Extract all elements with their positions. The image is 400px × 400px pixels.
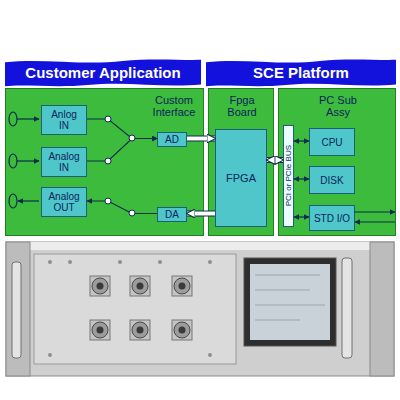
node-label: DA [165, 209, 179, 220]
bnc-body [132, 322, 148, 338]
bnc-body [174, 322, 190, 338]
pc-component: DISK [309, 166, 355, 194]
pc-component: CPU [309, 128, 355, 156]
bnc [172, 276, 192, 296]
right-ear [370, 242, 394, 376]
screen-line [255, 320, 300, 321]
vent-holes [48, 260, 212, 357]
node-label: STD I/O [314, 213, 350, 224]
fpga-chip: FPGA [215, 129, 267, 227]
left-ear [6, 242, 30, 376]
board-panel: Custom InterfaceAnlog IN Analog IN Analog … [5, 88, 204, 236]
hole [158, 260, 162, 264]
chassis [6, 242, 394, 376]
hole [208, 353, 212, 357]
hole [68, 260, 72, 264]
board-panel: Fpga BoardFPGA [208, 88, 274, 236]
screen [250, 264, 330, 340]
bus-bar: PCI or PCIe BUS [283, 125, 294, 227]
node-label: Customer Application [25, 65, 180, 81]
bnc-pin [97, 283, 104, 290]
node-label: SCE Platform [253, 65, 349, 81]
bnc-flange [172, 276, 192, 296]
bnc-pin [179, 327, 186, 334]
screen-line [255, 290, 310, 291]
converter-box: DA [157, 207, 187, 222]
node-label: Anlog IN [47, 109, 81, 131]
pc-component: STD I/O [309, 205, 355, 231]
bnc [90, 276, 110, 296]
bnc-flange [130, 320, 150, 340]
node-label: Analog OUT [47, 191, 81, 213]
banner-fill [206, 59, 396, 86]
bnc-pin [179, 283, 186, 290]
bnc [90, 320, 110, 340]
bnc [130, 320, 150, 340]
banner-fill [5, 59, 201, 86]
board-panel: PC Sub AssyPCI or PCIe BUS CPU DISK STD I/O [278, 88, 396, 236]
section-banner: SCE Platform [206, 58, 396, 88]
connector-panel [34, 254, 236, 364]
bnc [130, 276, 150, 296]
screen-bezel [244, 258, 336, 346]
bnc-flange [130, 276, 150, 296]
bnc-body [92, 278, 108, 294]
bnc-body [132, 278, 148, 294]
bnc [172, 320, 192, 340]
bnc-body [174, 278, 190, 294]
right-handle [342, 258, 352, 358]
bnc-flange [90, 320, 110, 340]
node-label: FPGA [226, 173, 256, 184]
node-label: PC Sub Assy [313, 94, 363, 118]
left-handle [12, 262, 21, 358]
screen-line [255, 275, 320, 276]
hole [208, 260, 212, 264]
chassis-top [6, 242, 394, 250]
bnc-body [92, 322, 108, 338]
bnc-connectors [90, 276, 192, 340]
node-label: CPU [321, 137, 342, 148]
converter-box: AD [157, 132, 187, 147]
bnc-flange [172, 320, 192, 340]
node-label: AD [165, 134, 179, 145]
screen-content [255, 275, 325, 320]
bnc-flange [90, 276, 110, 296]
input-block: Analog IN [41, 147, 87, 177]
screen-line [255, 305, 325, 306]
node-label: DISK [320, 175, 343, 186]
node-label: Fpga Board [222, 94, 262, 118]
input-block: Anlog IN [41, 105, 87, 135]
node-label: Analog IN [47, 151, 81, 173]
bnc-pin [97, 327, 104, 334]
hole [48, 353, 52, 357]
output-block: Analog OUT [41, 187, 87, 217]
node-label: PCI or PCIe BUS [284, 145, 293, 206]
bnc-pin [137, 283, 144, 290]
hole [118, 260, 122, 264]
hole [48, 260, 52, 264]
bnc-pin [137, 327, 144, 334]
node-label: Custom Interface [148, 94, 200, 118]
section-banner: Customer Application [5, 58, 201, 88]
